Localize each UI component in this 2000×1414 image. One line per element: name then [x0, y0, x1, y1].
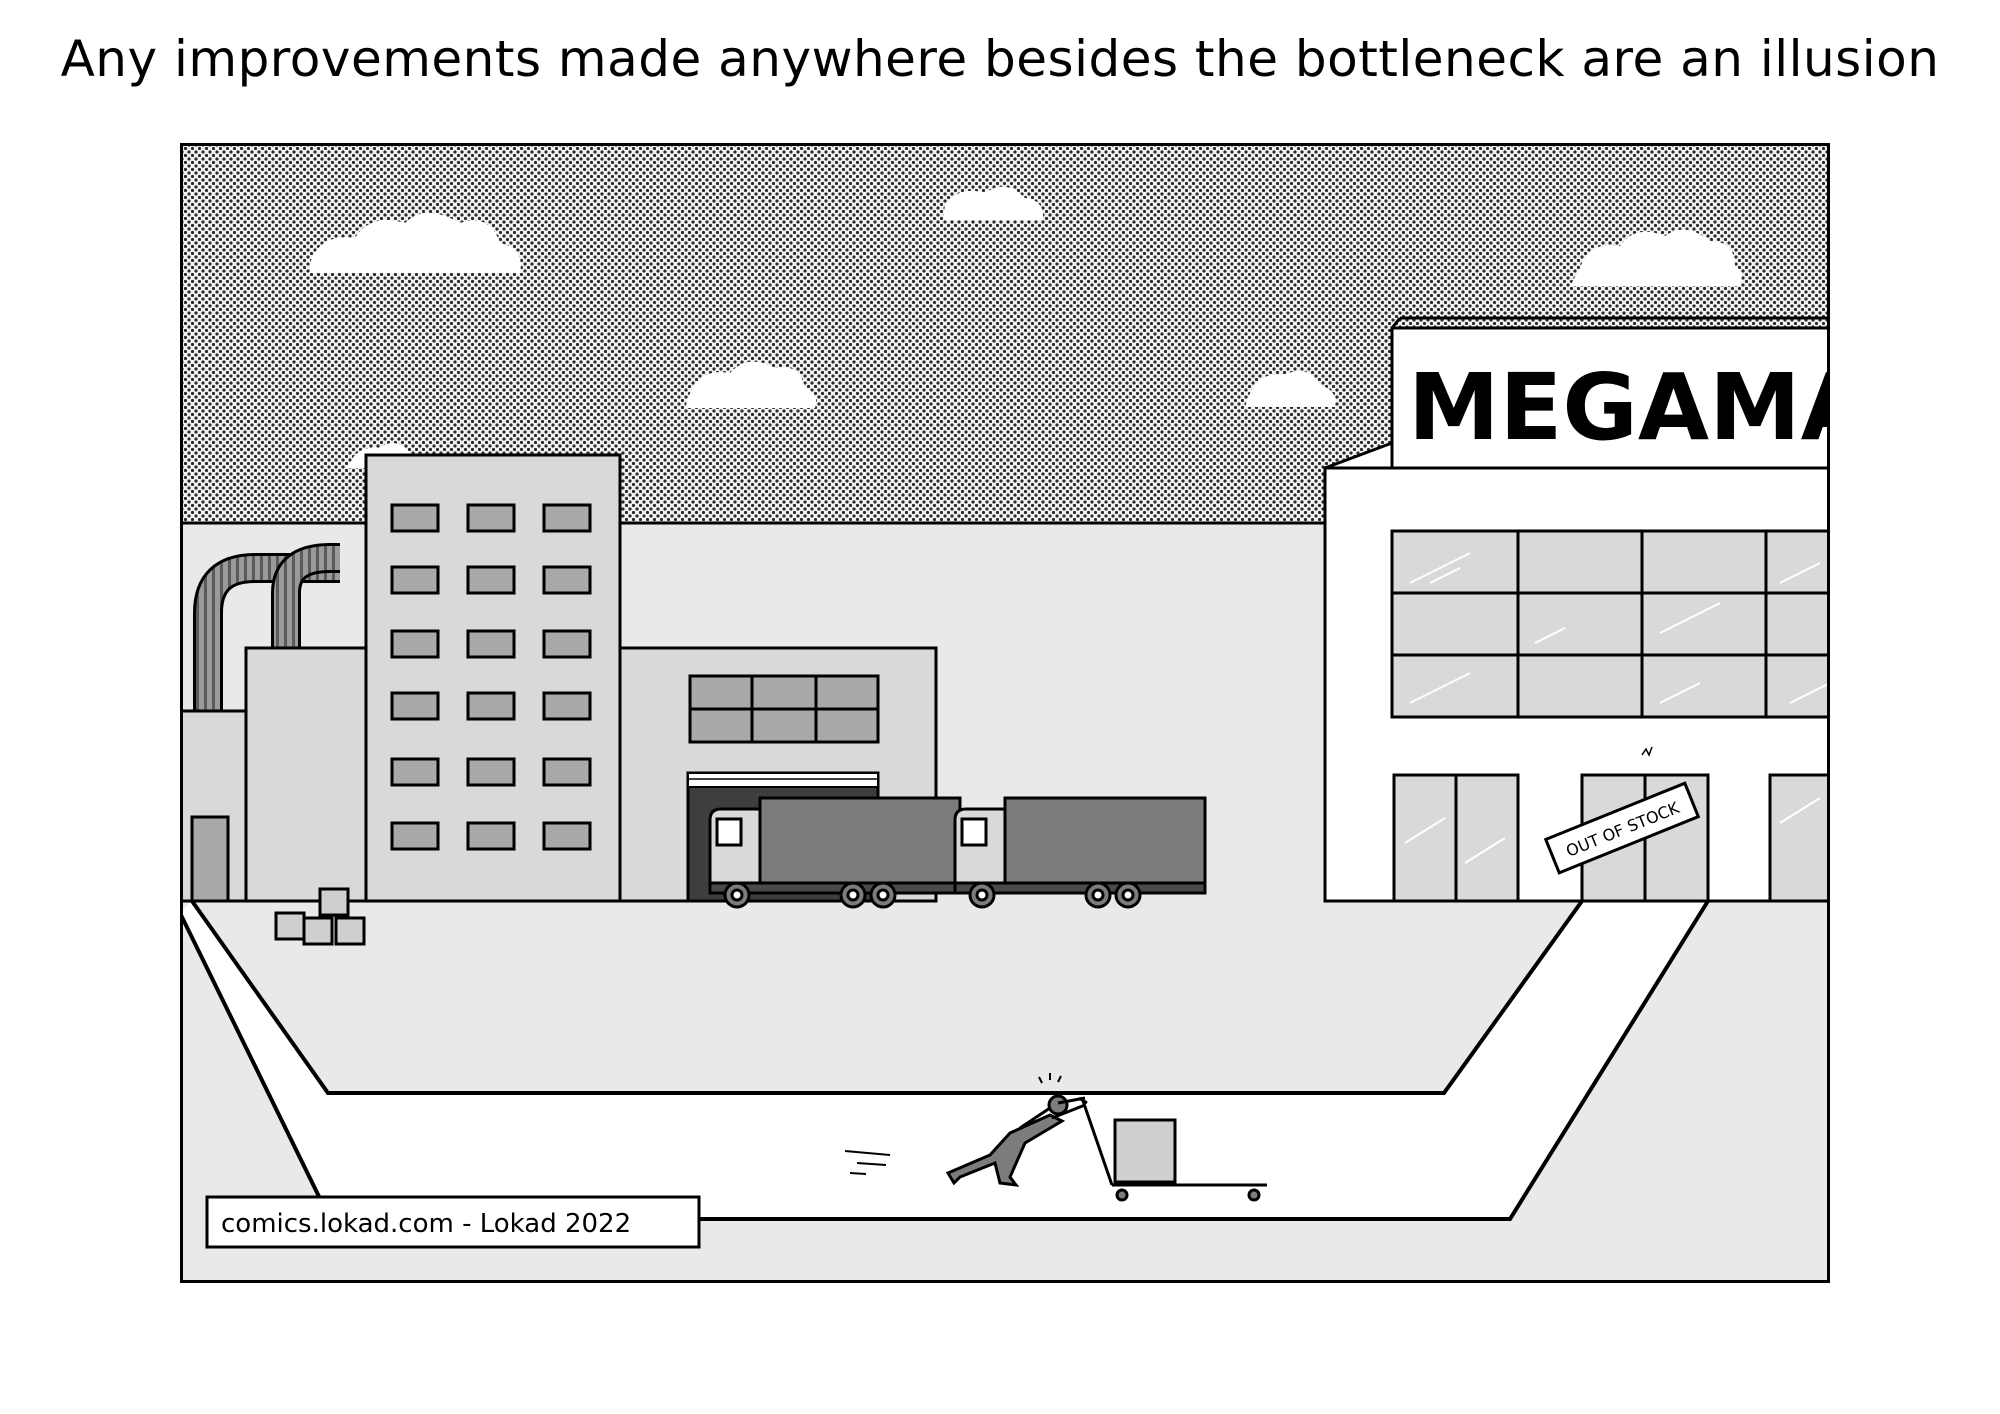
door-glare	[1404, 797, 1821, 864]
factory-building	[244, 646, 368, 903]
truck-1	[708, 796, 962, 909]
comic-panel: MEGAMAL OUT OF STOCK co	[180, 143, 1830, 1283]
comic-caption: Any improvements made anywhere besides t…	[60, 30, 1940, 88]
credit-box	[205, 1195, 701, 1249]
warehouse-window	[688, 674, 880, 744]
delivery-road	[183, 901, 1708, 1219]
megamall-upper-windows	[1390, 529, 1827, 719]
factory-door	[190, 815, 230, 903]
panel-border	[180, 143, 1830, 1283]
clouds	[310, 186, 1742, 468]
sign-tape	[1641, 746, 1653, 757]
hand-cart	[1078, 1096, 1267, 1202]
window-glare	[1409, 552, 1827, 704]
boxes	[274, 887, 366, 946]
megamall-sign: MEGAMAL	[1408, 354, 1830, 461]
office-windows	[390, 503, 592, 851]
credit-text: comics.lokad.com - Lokad 2022	[221, 1209, 631, 1239]
factory-ducts	[193, 543, 340, 711]
worker-pushing-cart	[844, 1073, 1086, 1187]
truck-2	[953, 796, 1207, 909]
